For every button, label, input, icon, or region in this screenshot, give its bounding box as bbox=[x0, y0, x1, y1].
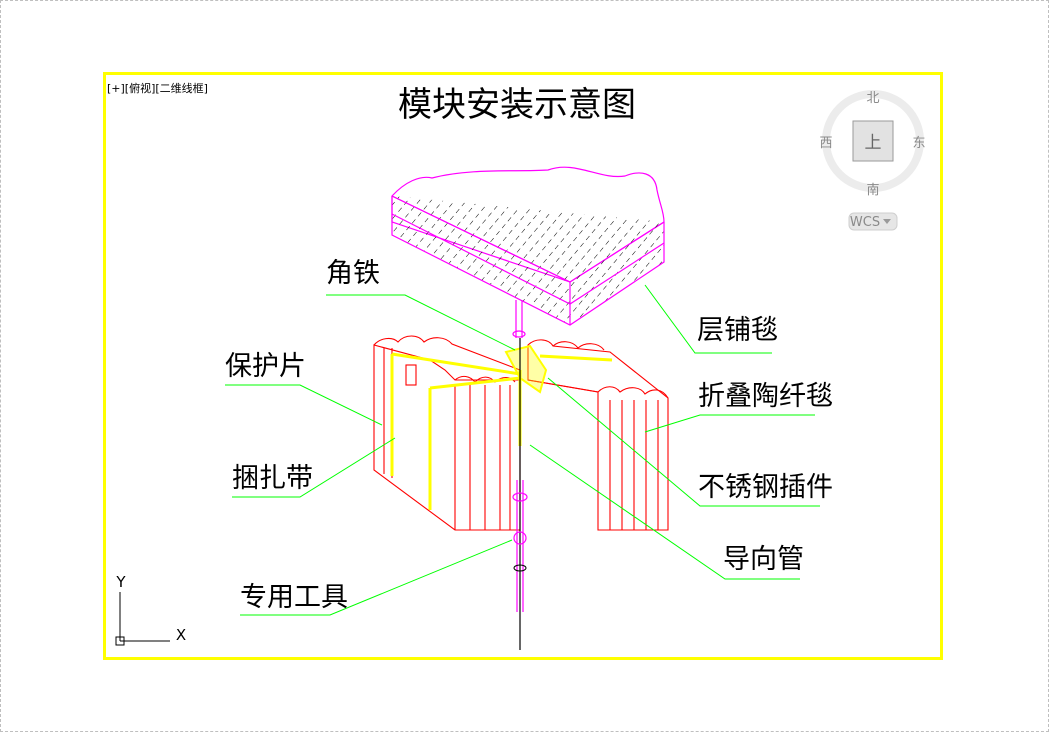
callout-strapping-band: 捆扎带 bbox=[232, 463, 313, 494]
guide-rod-lower bbox=[512, 338, 528, 650]
callout-special-tool: 专用工具 bbox=[240, 582, 348, 613]
left-module-block bbox=[373, 335, 521, 531]
ucs-y-label: Y bbox=[115, 573, 126, 591]
layered-blanket-shape bbox=[391, 166, 665, 326]
ucs-icon bbox=[115, 592, 170, 646]
leader-lines bbox=[225, 284, 820, 616]
compass-north[interactable]: 北 bbox=[866, 91, 879, 106]
right-module-block bbox=[527, 339, 669, 531]
callout-folded-fiber-blanket: 折叠陶纤毯 bbox=[698, 381, 833, 412]
callout-guide-tube: 导向管 bbox=[723, 544, 804, 575]
compass-east[interactable]: 东 bbox=[912, 136, 925, 151]
view-cube-top-face[interactable] bbox=[852, 120, 894, 162]
callout-blanket-layer: 层铺毯 bbox=[697, 315, 778, 346]
view-cube[interactable]: 上 北 南 东 西 WCS bbox=[819, 90, 926, 231]
highlight-parts bbox=[390, 344, 613, 510]
callout-stainless-insert: 不锈钢插件 bbox=[698, 472, 833, 503]
view-cube-ring[interactable] bbox=[822, 90, 924, 192]
callout-angle-iron: 角铁 bbox=[326, 258, 380, 289]
compass-south[interactable]: 南 bbox=[866, 182, 879, 198]
callout-protective-plate: 保护片 bbox=[225, 351, 306, 382]
ucs-x-label: X bbox=[176, 626, 186, 644]
chevron-down-icon[interactable] bbox=[883, 219, 891, 224]
view-cube-top-label[interactable]: 上 bbox=[865, 133, 882, 153]
wcs-label[interactable]: WCS bbox=[850, 215, 880, 230]
wcs-menu-button[interactable] bbox=[848, 212, 898, 231]
compass-west[interactable]: 西 bbox=[819, 136, 832, 151]
guide-rod-upper bbox=[512, 300, 526, 338]
diagram-title: 模块安装示意图 bbox=[398, 85, 636, 125]
viewport-controls-label[interactable]: [+][俯视][二维线框] bbox=[107, 82, 208, 95]
